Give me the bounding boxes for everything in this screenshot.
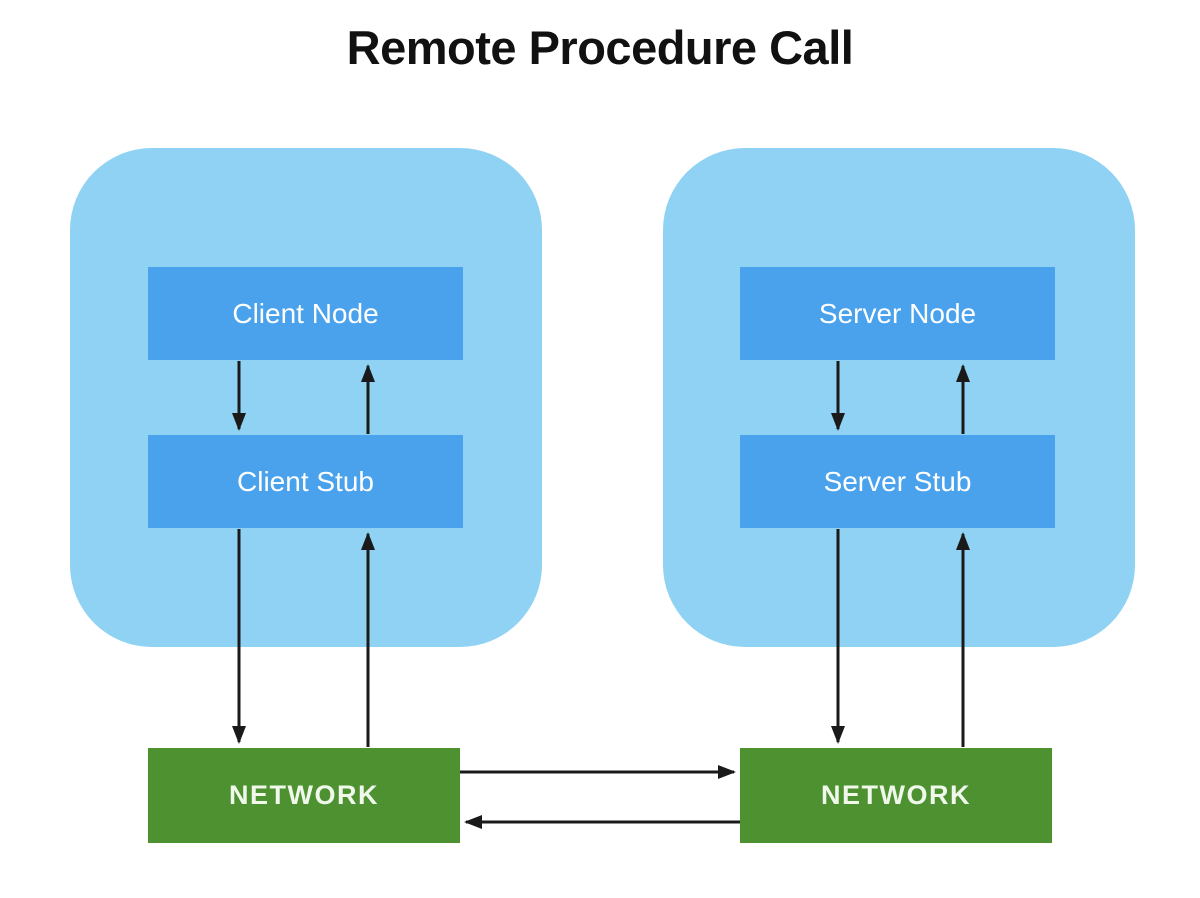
client-node-box: Client Node — [148, 267, 463, 360]
client-network-label: NETWORK — [229, 780, 379, 810]
client-stub-label: Client Stub — [237, 465, 374, 497]
server-stub-box: Server Stub — [740, 435, 1055, 528]
server-stub-label: Server Stub — [823, 465, 972, 497]
server-node-box: Server Node — [740, 267, 1055, 360]
server-node-label: Server Node — [818, 297, 977, 329]
server-network-box: NETWORK — [740, 748, 1052, 843]
client-network-box: NETWORK — [148, 748, 460, 843]
client-stub-box: Client Stub — [148, 435, 463, 528]
client-machine-panel — [70, 148, 542, 647]
diagram-title: Remote Procedure Call — [346, 21, 854, 74]
client-node-label: Client Node — [232, 297, 379, 329]
server-network-label: NETWORK — [821, 780, 971, 810]
server-machine-panel — [663, 148, 1135, 647]
